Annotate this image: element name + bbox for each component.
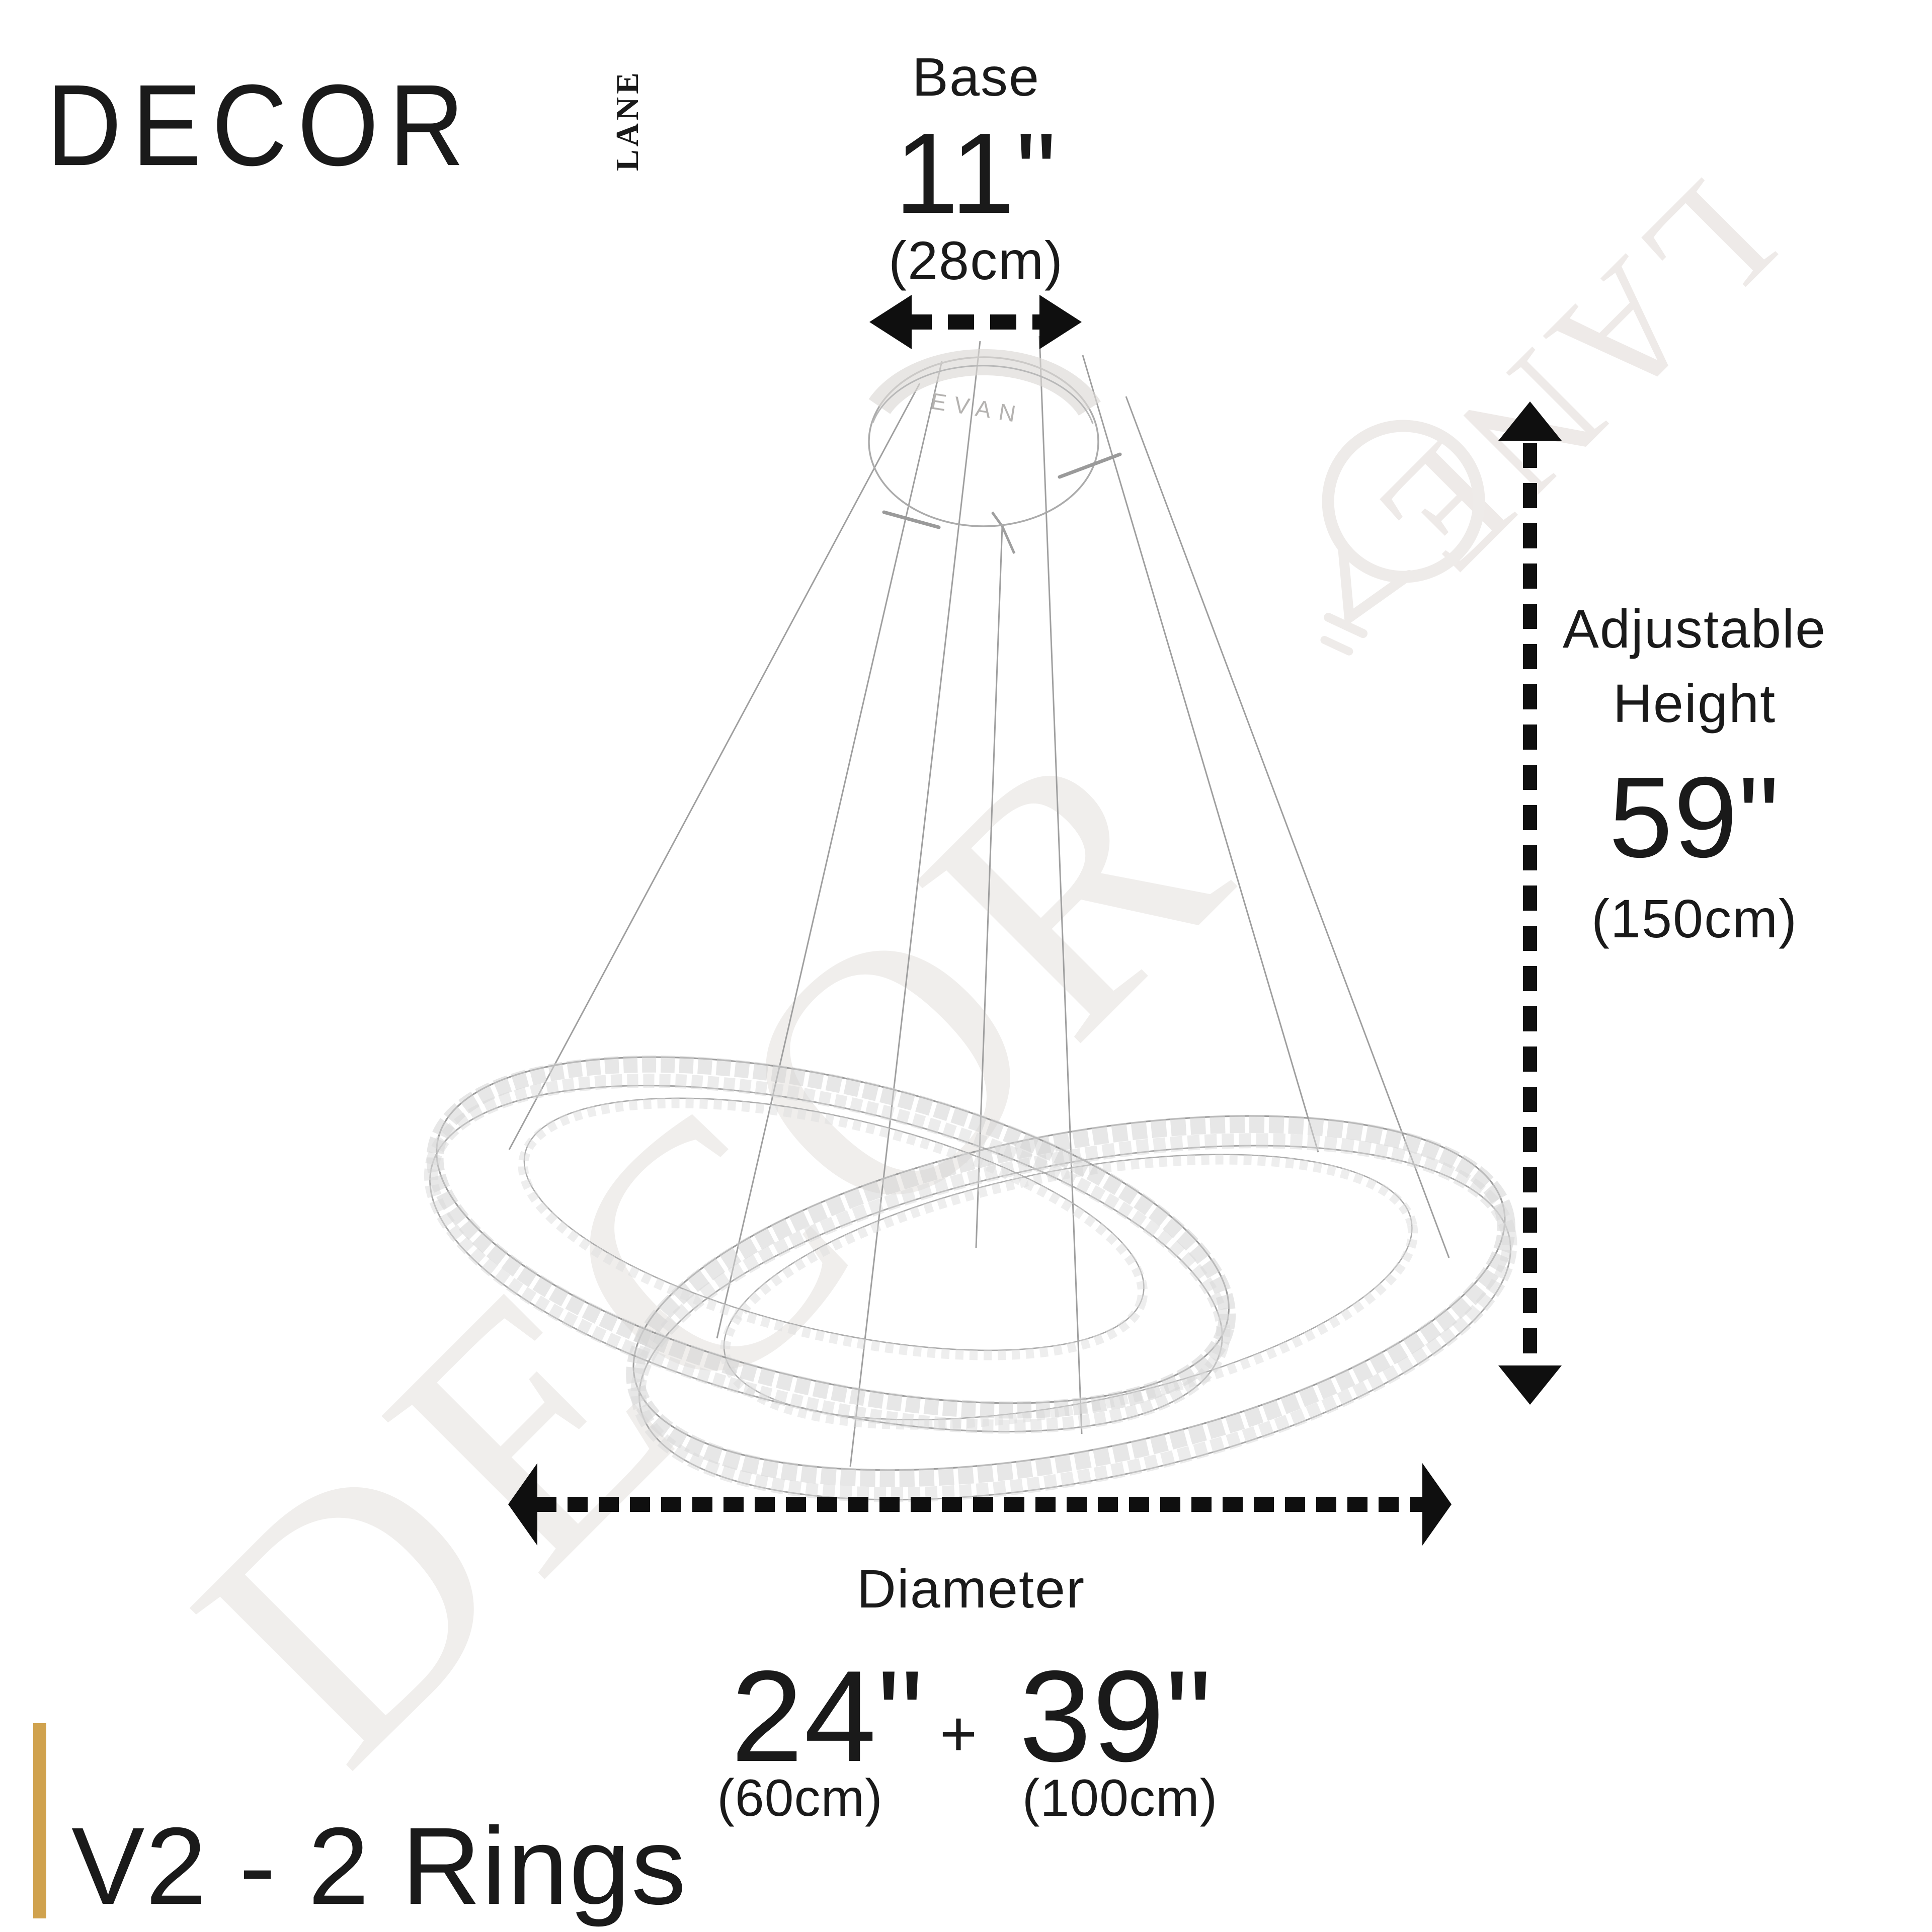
height-inches-value: 59": [1608, 754, 1781, 881]
adjustable-height-arrow: [1498, 401, 1562, 1405]
cable-line: [1125, 396, 1450, 1258]
cable-line: [716, 361, 943, 1339]
diameter-ring1-inches: 24": [731, 1643, 925, 1789]
base-width-arrow: [869, 295, 1082, 349]
canopy-sketch: EVAN: [868, 349, 1122, 529]
height-label-line1: Adjustable: [1562, 598, 1827, 659]
canopy-prong: [1058, 452, 1122, 479]
variant-name-label: V2 - 2 Rings: [71, 1805, 687, 1927]
brand-logo-text: DECOR: [46, 60, 475, 190]
cable-line: [1082, 355, 1319, 1153]
cable-line: [849, 341, 981, 1467]
diameter-plus-sign: +: [939, 1698, 978, 1770]
brand-logo-subtext: LANE: [609, 69, 645, 171]
brand-logo: DECOR LANE: [46, 59, 645, 190]
canopy-engraving-text: EVAN: [929, 388, 1025, 428]
base-cm-value: (28cm): [888, 230, 1064, 291]
ring-small-sketch: [424, 1055, 1236, 1434]
variant-accent-bar: [33, 1723, 46, 1918]
diameter-arrow: [508, 1463, 1452, 1546]
cable-line: [1038, 336, 1083, 1434]
canopy-rim-shading: [868, 349, 1101, 416]
suspension-cables: [508, 336, 1450, 1467]
canopy-rim-inner-edge: [872, 365, 1094, 424]
diameter-ring2-cm: (100cm): [1022, 1769, 1218, 1827]
cable-line: [508, 383, 921, 1150]
watermark-lane-text: LANE: [1341, 148, 1809, 617]
base-label: Base: [912, 46, 1040, 107]
cable-hook: [991, 511, 1016, 554]
height-label-line2: Height: [1613, 673, 1777, 734]
canopy-prong: [882, 510, 941, 529]
diameter-ring1-cm: (60cm): [717, 1769, 883, 1827]
diameter-label: Diameter: [856, 1558, 1086, 1619]
height-cm-value: (150cm): [1591, 888, 1798, 949]
base-inches-value: 11": [895, 110, 1058, 237]
watermark-bulb-icon: [1320, 420, 1485, 656]
diameter-ring2-inches: 39": [1019, 1643, 1213, 1789]
